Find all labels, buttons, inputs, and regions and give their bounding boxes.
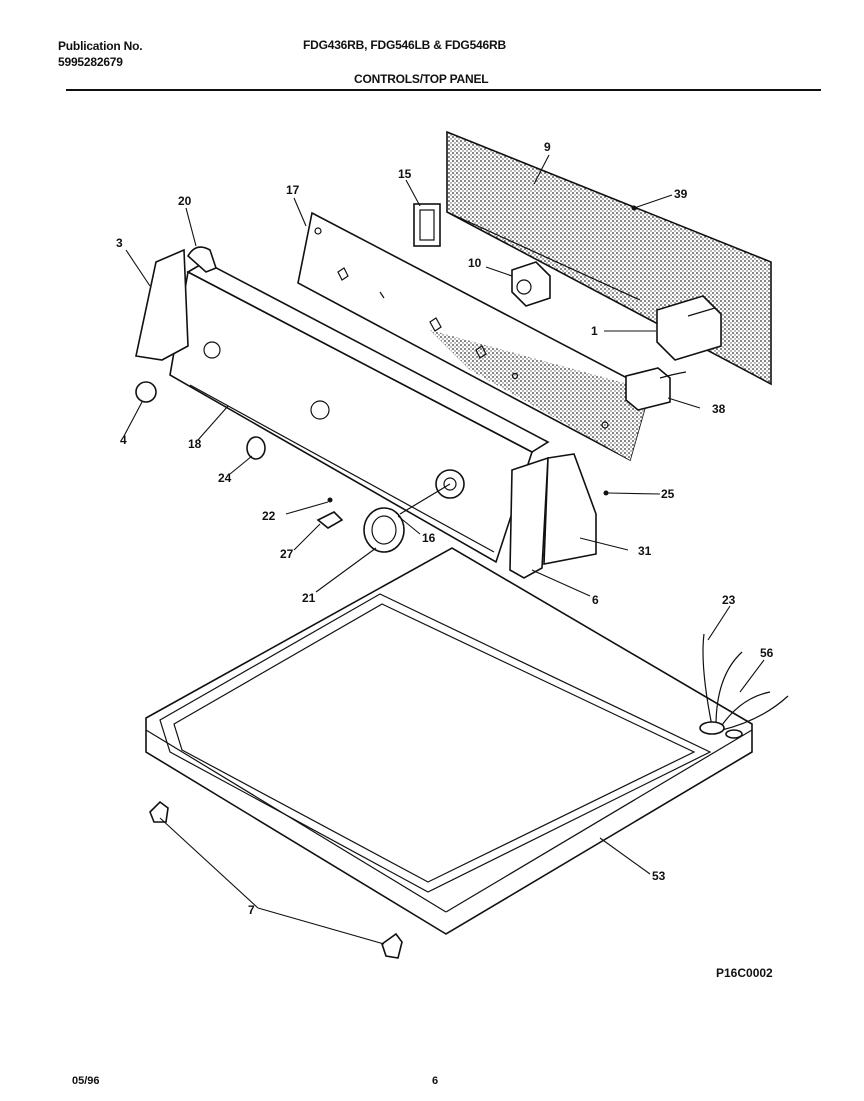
header-rule bbox=[66, 89, 821, 91]
part-control-bracket bbox=[297, 211, 651, 462]
callout-4: 4 bbox=[120, 433, 127, 447]
part-left-endcap bbox=[135, 248, 189, 361]
part-clip-7b bbox=[381, 932, 403, 959]
publication-label: Publication No. bbox=[58, 39, 143, 53]
callout-16: 16 bbox=[422, 531, 436, 545]
part-knob-4 bbox=[135, 381, 157, 403]
callout-18: 18 bbox=[188, 437, 202, 451]
callout-31: 31 bbox=[638, 544, 652, 558]
part-top-panel bbox=[145, 547, 753, 935]
diagram-code: P16C0002 bbox=[716, 966, 773, 980]
callout-10: 10 bbox=[468, 256, 482, 270]
callout-1: 1 bbox=[591, 324, 598, 338]
callout-56: 56 bbox=[760, 646, 774, 660]
callout-38: 38 bbox=[712, 402, 726, 416]
callout-15: 15 bbox=[398, 167, 412, 181]
part-27 bbox=[316, 511, 344, 529]
part-bushing-24 bbox=[246, 436, 266, 460]
callout-6: 6 bbox=[592, 593, 599, 607]
part-screw-22 bbox=[327, 497, 333, 503]
callout-24: 24 bbox=[218, 471, 232, 485]
part-timer bbox=[511, 261, 551, 307]
callout-22: 22 bbox=[262, 509, 276, 523]
callout-17: 17 bbox=[286, 183, 300, 197]
model-numbers: FDG436RB, FDG546LB & FDG546RB bbox=[303, 38, 506, 52]
callout-3: 3 bbox=[116, 236, 123, 250]
callout-27: 27 bbox=[280, 547, 294, 561]
callout-23: 23 bbox=[722, 593, 736, 607]
callout-7: 7 bbox=[248, 903, 255, 917]
callout-25: 25 bbox=[661, 487, 675, 501]
part-shaft-16 bbox=[399, 483, 451, 515]
part-wire-harness bbox=[699, 633, 789, 739]
footer-page-number: 6 bbox=[432, 1075, 439, 1087]
callout-20: 20 bbox=[178, 194, 192, 208]
part-clip-20 bbox=[186, 246, 217, 273]
leader-lines bbox=[123, 154, 765, 945]
part-screw-25 bbox=[603, 490, 609, 496]
part-knob-21 bbox=[363, 507, 405, 553]
callout-53: 53 bbox=[652, 869, 666, 883]
part-switch bbox=[413, 203, 441, 247]
callout-39: 39 bbox=[674, 187, 688, 201]
part-right-endcap bbox=[509, 453, 597, 579]
callout-9: 9 bbox=[544, 140, 551, 154]
publication-number: 5995282679 bbox=[58, 55, 123, 69]
section-title: CONTROLS/TOP PANEL bbox=[354, 72, 489, 86]
part-module-1 bbox=[656, 295, 722, 361]
part-clip-7a bbox=[149, 800, 169, 823]
callout-21: 21 bbox=[302, 591, 316, 605]
part-module-38 bbox=[625, 367, 687, 411]
footer-date: 05/96 bbox=[72, 1075, 100, 1087]
